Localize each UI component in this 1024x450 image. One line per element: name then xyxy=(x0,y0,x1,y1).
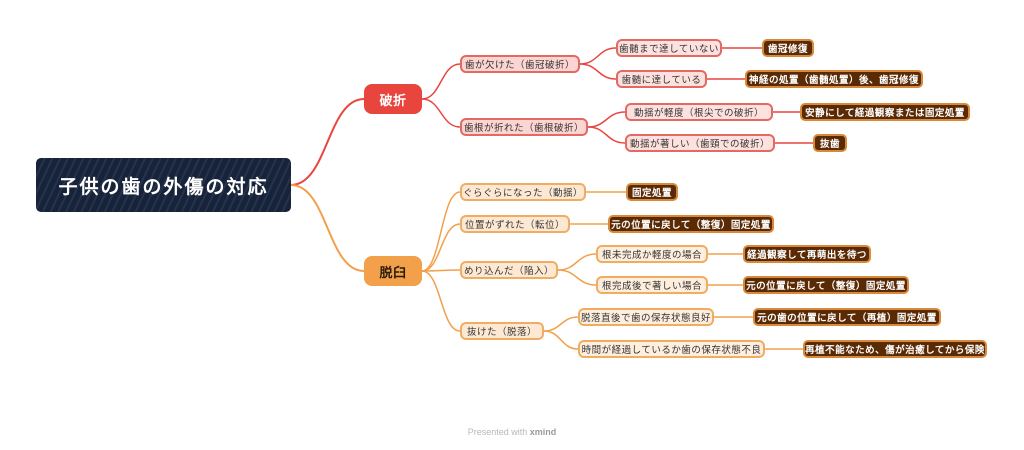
root-topic[interactable]: 子供の歯の外傷の対応 xyxy=(36,158,291,212)
connector-root-topic-topic-fracture xyxy=(290,98,365,186)
topic-loose[interactable]: ぐらぐらになった（動揺） xyxy=(460,183,586,201)
topic-root-fracture[interactable]: 歯根が折れた（歯根破折） xyxy=(460,118,588,136)
presented-with-footer: Presented with xmind xyxy=(0,427,1024,437)
connector-topic-intrusion-topic-complete-root xyxy=(557,269,597,286)
topic-mild-mobility[interactable]: 動揺が軽度（根尖での破折） xyxy=(625,103,773,121)
topic-displaced[interactable]: 位置がずれた（転位） xyxy=(460,215,570,233)
topic-not-pulp[interactable]: 歯髄まで達していない xyxy=(616,39,722,57)
topic-pulp[interactable]: 歯髄に達している xyxy=(616,70,707,88)
connector-topic-crown-fracture-topic-not-pulp xyxy=(579,47,617,65)
action-extraction[interactable]: 抜歯 xyxy=(813,134,847,152)
topic-crown-fracture[interactable]: 歯が欠けた（歯冠破折） xyxy=(460,55,580,73)
connector-root-topic-topic-dislocation xyxy=(290,184,365,272)
action-rest-observe[interactable]: 安静にして経過観察または固定処置 xyxy=(800,103,970,121)
connector-topic-dislocation-topic-loose xyxy=(421,191,461,272)
xmind-logo: xmind xyxy=(529,427,557,437)
action-fixation[interactable]: 固定処置 xyxy=(626,183,678,201)
connector-topic-dislocation-topic-avulsion xyxy=(421,270,461,332)
action-insurance[interactable]: 再植不能なため、傷が治癒してから保険 xyxy=(803,340,987,358)
connector-topic-crown-fracture-topic-pulp xyxy=(579,63,617,80)
connector-topic-dislocation-topic-intrusion xyxy=(421,269,461,272)
topic-intrusion[interactable]: めり込んだ（陥入） xyxy=(460,261,558,279)
topic-dislocation[interactable]: 脱臼 xyxy=(364,256,422,286)
connector-topic-avulsion-topic-good-preservation xyxy=(543,316,579,332)
connector-topic-root-fracture-topic-mild-mobility xyxy=(587,111,626,128)
connector-topic-fracture-topic-crown-fracture xyxy=(421,63,461,100)
connector-topic-dislocation-topic-displaced xyxy=(421,223,461,272)
action-pulp-treatment[interactable]: 神経の処置（歯髄処置）後、歯冠修復 xyxy=(745,70,923,88)
connector-topic-root-fracture-topic-severe-mobility xyxy=(587,126,626,144)
topic-good-preservation[interactable]: 脱落直後で歯の保存状態良好 xyxy=(578,308,714,326)
action-reduce-fix-2[interactable]: 元の位置に戻して（整復）固定処置 xyxy=(743,276,909,294)
topic-severe-mobility[interactable]: 動揺が著しい（歯頸での破折） xyxy=(625,134,775,152)
topic-incomplete-root[interactable]: 根未完成か軽度の場合 xyxy=(596,245,708,263)
action-replant-fix[interactable]: 元の歯の位置に戻して（再植）固定処置 xyxy=(753,308,941,326)
topic-complete-root[interactable]: 根完成後で著しい場合 xyxy=(596,276,708,294)
footer-prefix: Presented with xyxy=(467,427,528,437)
connector-topic-fracture-topic-root-fracture xyxy=(421,98,461,128)
action-crown-restoration[interactable]: 歯冠修復 xyxy=(762,39,814,57)
topic-avulsion[interactable]: 抜けた（脱落） xyxy=(460,322,544,340)
action-reduce-fix-1[interactable]: 元の位置に戻して（整復）固定処置 xyxy=(608,215,774,233)
connector-topic-avulsion-topic-poor-preservation xyxy=(543,330,579,350)
action-await-eruption[interactable]: 経過観察して再萌出を待つ xyxy=(743,245,871,263)
topic-fracture[interactable]: 破折 xyxy=(364,84,422,114)
connector-topic-intrusion-topic-incomplete-root xyxy=(557,253,597,271)
topic-poor-preservation[interactable]: 時間が経過しているか歯の保存状態不良 xyxy=(578,340,765,358)
